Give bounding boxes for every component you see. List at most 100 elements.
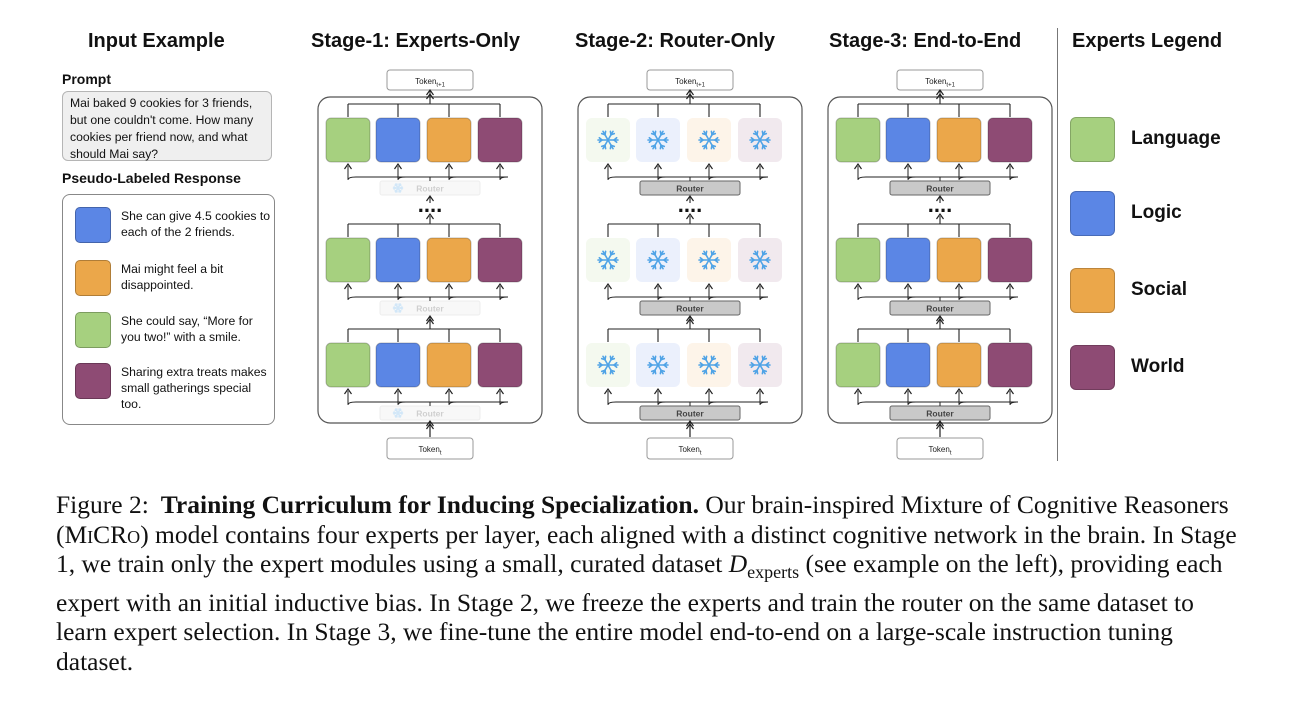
expert-layer: Router (835, 92, 1033, 203)
language-swatch (1070, 117, 1115, 162)
response-text: Sharing extra treats makes small gatheri… (121, 365, 267, 411)
router-label: Router (926, 304, 954, 314)
token-label: Tokent (418, 445, 441, 457)
world-expert-swatch (75, 363, 111, 399)
logic-expert (375, 237, 421, 283)
input-example-title: Input Example (88, 30, 225, 52)
caption-text: (see example on the left), providing eac… (56, 549, 1223, 677)
router-label: Router (926, 184, 954, 194)
social-expert (426, 237, 472, 283)
response-box: She can give 4.5 cookies to each of the … (62, 194, 275, 425)
snowflake-icon (698, 130, 720, 150)
language-expert-swatch (75, 312, 111, 348)
stage2-diagram: Tokent+1TokentRouterRouterRouter.... (577, 69, 803, 460)
router-label: Router (416, 409, 444, 419)
router-block: Router (889, 405, 991, 421)
router-label: Router (676, 184, 704, 194)
language-expert (325, 237, 371, 283)
router-label: Router (676, 409, 704, 419)
world-expert (477, 117, 523, 163)
social-expert-swatch (75, 260, 111, 296)
router-label: Router (416, 184, 444, 194)
expert-layer: Router (586, 92, 782, 203)
response-item-social: Mai might feel a bit disappointed. (75, 260, 270, 304)
world-expert (477, 342, 523, 388)
model-name: MiCRo (64, 519, 141, 549)
snowflake-icon (647, 355, 669, 375)
router-label: Router (416, 304, 444, 314)
snowflake-icon (749, 130, 771, 150)
token-label: Tokent (928, 445, 951, 457)
response-item-language: She could say, “More for you two!” with … (75, 312, 270, 356)
token-input-box (896, 437, 984, 460)
language-expert (835, 342, 881, 388)
figure-label: Figure 2: (56, 490, 149, 519)
snowflake-icon (392, 408, 404, 418)
layers-ellipsis: .... (678, 192, 702, 217)
logic-expert (636, 343, 680, 387)
logic-expert (885, 342, 931, 388)
language-expert (835, 237, 881, 283)
logic-expert (636, 118, 680, 162)
prompt-text: Mai baked 9 cookies for 3 friends, but o… (70, 96, 254, 161)
social-expert (936, 117, 982, 163)
router-block: Router (889, 300, 991, 316)
legend-label: Logic (1131, 202, 1182, 223)
token-label: Tokent+1 (675, 77, 706, 89)
world-expert (738, 343, 782, 387)
logic-expert (885, 117, 931, 163)
router-block: Router (639, 300, 741, 316)
prompt-box: Mai baked 9 cookies for 3 friends, but o… (62, 91, 272, 161)
router-block: Router (639, 405, 741, 421)
expert-layer: Router (325, 317, 523, 428)
response-text: She could say, “More for you two!” with … (121, 314, 253, 344)
snowflake-icon (392, 183, 404, 193)
caption-text: ) model contains four experts per layer,… (56, 519, 1237, 579)
world-swatch (1070, 345, 1115, 390)
world-expert (987, 117, 1033, 163)
expert-layer: Router (586, 212, 782, 323)
snowflake-icon (597, 355, 619, 375)
expert-layer: Router (835, 317, 1033, 428)
response-item-world: Sharing extra treats makes small gatheri… (75, 363, 270, 411)
logic-expert-swatch (75, 207, 111, 243)
router-label: Router (676, 304, 704, 314)
expert-layer: Router (325, 212, 523, 323)
social-expert (936, 342, 982, 388)
snowflake-icon (698, 355, 720, 375)
caption-title: Training Curriculum for Inducing Special… (160, 490, 699, 519)
world-expert (987, 342, 1033, 388)
response-text: She can give 4.5 cookies to each of the … (121, 209, 271, 239)
stage3-title: Stage-3: End-to-End (829, 30, 1022, 52)
language-expert (325, 342, 371, 388)
social-swatch (1070, 268, 1115, 313)
language-expert (586, 118, 630, 162)
router-block: Router (379, 405, 481, 421)
stage1-diagram: Tokent+1TokentRouterRouterRouter.... (317, 69, 543, 460)
legend-label: World (1131, 356, 1185, 377)
snowflake-icon (698, 250, 720, 270)
social-expert (426, 117, 472, 163)
world-expert (477, 237, 523, 283)
layers-ellipsis: .... (928, 192, 952, 217)
snowflake-icon (647, 250, 669, 270)
prompt-label: Prompt (62, 71, 111, 87)
world-expert (738, 238, 782, 282)
social-expert (936, 237, 982, 283)
snowflake-icon (597, 130, 619, 150)
stage2-title: Stage-2: Router-Only (575, 30, 776, 52)
snowflake-icon (749, 355, 771, 375)
logic-expert (636, 238, 680, 282)
token-label: Tokent+1 (415, 77, 446, 89)
stage1-title: Stage-1: Experts-Only (311, 30, 520, 52)
expert-layer: Router (325, 92, 523, 203)
expert-layer: Router (835, 212, 1033, 323)
dataset-subscript: experts (747, 562, 800, 583)
logic-expert (375, 342, 421, 388)
social-expert (687, 238, 731, 282)
token-input-box (646, 437, 734, 460)
language-expert (586, 343, 630, 387)
expert-layer: Router (586, 317, 782, 428)
language-expert (835, 117, 881, 163)
layers-ellipsis: .... (418, 192, 442, 217)
